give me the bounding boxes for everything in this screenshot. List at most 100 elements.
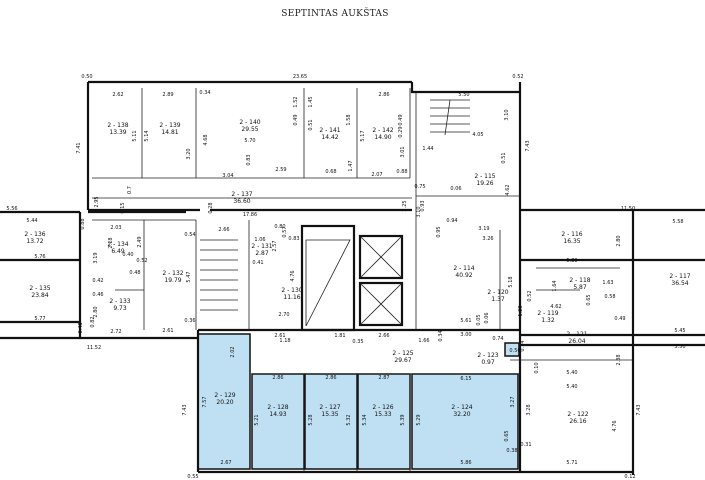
room-137-id: 2 - 137 xyxy=(231,191,252,198)
dim-label: 0.29 xyxy=(398,126,404,137)
dim-label: 0.52 xyxy=(527,290,533,301)
dim-label: 1.81 xyxy=(334,333,345,339)
room-141-id: 2 - 141 xyxy=(319,127,340,134)
dim-label: 0.40 xyxy=(122,252,133,258)
dim-label: 0.94 xyxy=(446,218,457,224)
dim-label: 2.87 xyxy=(378,375,389,381)
room-122-area: 26.16 xyxy=(569,418,586,425)
dimension-labels: 0.50 23.65 0.52 2.62 2.89 0.34 2.86 5.50… xyxy=(6,74,685,480)
room-131-id: 2 - 131 xyxy=(251,243,272,250)
dim-label: 2.03 xyxy=(110,225,121,231)
dim-label: 5.21 xyxy=(254,414,260,425)
room-118-area: 5.87 xyxy=(573,284,587,291)
dim-label: 2.67 xyxy=(220,460,231,466)
room-139-id: 2 - 139 xyxy=(159,122,180,129)
dim-label: 0.51 xyxy=(501,152,507,163)
dim-label: 5.34 xyxy=(362,414,368,425)
dim-label: 0.48 xyxy=(129,270,140,276)
dim-label: 0.28 xyxy=(208,202,214,213)
dim-label: 0.65 xyxy=(504,430,510,441)
room-130-area: 11.16 xyxy=(283,294,300,301)
room-120-area: 1.37 xyxy=(491,296,505,303)
room-132-area: 19.79 xyxy=(164,277,181,284)
room-122-id: 2 - 122 xyxy=(567,411,588,418)
room-114-id: 2 - 114 xyxy=(453,265,474,272)
dim-label: 0.12 xyxy=(624,474,635,480)
room-135-area: 23.84 xyxy=(31,292,48,299)
room-134-area: 6.49 xyxy=(111,248,125,255)
dim-label: 5.77 xyxy=(34,316,45,322)
dim-label: 0.38 xyxy=(506,448,517,454)
stairs xyxy=(200,99,470,311)
dim-label: 0.75 xyxy=(414,184,425,190)
dim-label: 5.61 xyxy=(460,318,471,324)
room-128-id: 2 - 128 xyxy=(267,404,288,411)
dim-label: 1.06 xyxy=(254,237,265,243)
dim-label: 4.05 xyxy=(472,132,483,138)
dim-label: 0.49 xyxy=(614,316,625,322)
dim-label: 0.88 xyxy=(80,218,86,229)
room-132-id: 2 - 132 xyxy=(162,270,183,277)
dim-label: 0.83 xyxy=(288,236,299,242)
room-128-area: 14.93 xyxy=(269,411,286,418)
dim-label: 3.19 xyxy=(478,226,489,232)
room-129-area: 20.20 xyxy=(216,399,233,406)
room-123-area: 0.97 xyxy=(481,359,495,366)
dim-label: 6.15 xyxy=(460,376,471,382)
dim-label: 0.54 xyxy=(184,232,195,238)
dim-label: 4.62 xyxy=(505,184,511,195)
dim-label: 5.71 xyxy=(566,460,577,466)
interior-lines xyxy=(92,88,633,472)
room-140-area: 29.55 xyxy=(241,126,258,133)
dim-label: 3.10 xyxy=(416,206,422,217)
room-119-area: 1.32 xyxy=(541,317,555,324)
room-142-area: 14.90 xyxy=(374,134,391,141)
dim-label: 0.10 xyxy=(534,362,540,373)
dim-label: 2.49 xyxy=(137,236,143,247)
dim-label: 0.83 xyxy=(246,154,252,165)
room-138-id: 2 - 138 xyxy=(107,122,128,129)
dim-label: 5.47 xyxy=(186,271,192,282)
dim-label: 0.14 xyxy=(520,340,526,351)
dim-label: 2.86 xyxy=(325,375,336,381)
dim-label: 1.63 xyxy=(602,280,613,286)
dim-label: 0.80 xyxy=(274,224,285,230)
dim-label: 0.58 xyxy=(604,294,615,300)
dim-label: 0.48 xyxy=(78,322,84,333)
dim-label: 2.02 xyxy=(230,346,236,357)
dim-label: 0.50 xyxy=(81,74,92,80)
dim-label: 17.86 xyxy=(243,212,257,218)
dim-label: 5.76 xyxy=(34,254,45,260)
room-124-area: 32.20 xyxy=(453,411,470,418)
dim-label: 3.28 xyxy=(526,404,532,415)
room-136-id: 2 - 136 xyxy=(24,231,45,238)
dim-label: 5.58 xyxy=(672,219,683,225)
dim-label: 2.25 xyxy=(402,200,408,211)
room-highlight-124 xyxy=(411,373,519,470)
dim-label: 0.42 xyxy=(92,278,103,284)
room-117-id: 2 - 117 xyxy=(669,273,690,280)
room-121-id: 2 - 121 xyxy=(566,331,587,338)
dim-label: 1.18 xyxy=(279,338,290,344)
dim-label: 2.61 xyxy=(162,328,173,334)
dim-label: 2.95 xyxy=(94,196,100,207)
dim-label: 2.70 xyxy=(278,312,289,318)
room-117-area: 36.54 xyxy=(671,280,688,287)
dim-label: 5.89 xyxy=(566,258,577,264)
room-130-id: 2 - 130 xyxy=(281,287,302,294)
dim-label: 2.61 xyxy=(274,333,285,339)
room-116-area: 16.35 xyxy=(563,238,580,245)
room-highlight-129 xyxy=(197,333,251,470)
dim-label: 3.20 xyxy=(186,148,192,159)
dim-label: 5.14 xyxy=(144,130,150,141)
room-139-area: 14.81 xyxy=(161,129,178,136)
dim-label: 0.34 xyxy=(438,330,444,341)
dim-label: 5.28 xyxy=(308,414,314,425)
dim-label: 5.50 xyxy=(458,92,469,98)
room-135-id: 2 - 135 xyxy=(29,285,50,292)
dim-label: 0.34 xyxy=(199,90,210,96)
dim-label: 3.10 xyxy=(504,109,510,120)
room-126-area: 15.33 xyxy=(374,411,391,418)
room-126-id: 2 - 126 xyxy=(372,404,393,411)
